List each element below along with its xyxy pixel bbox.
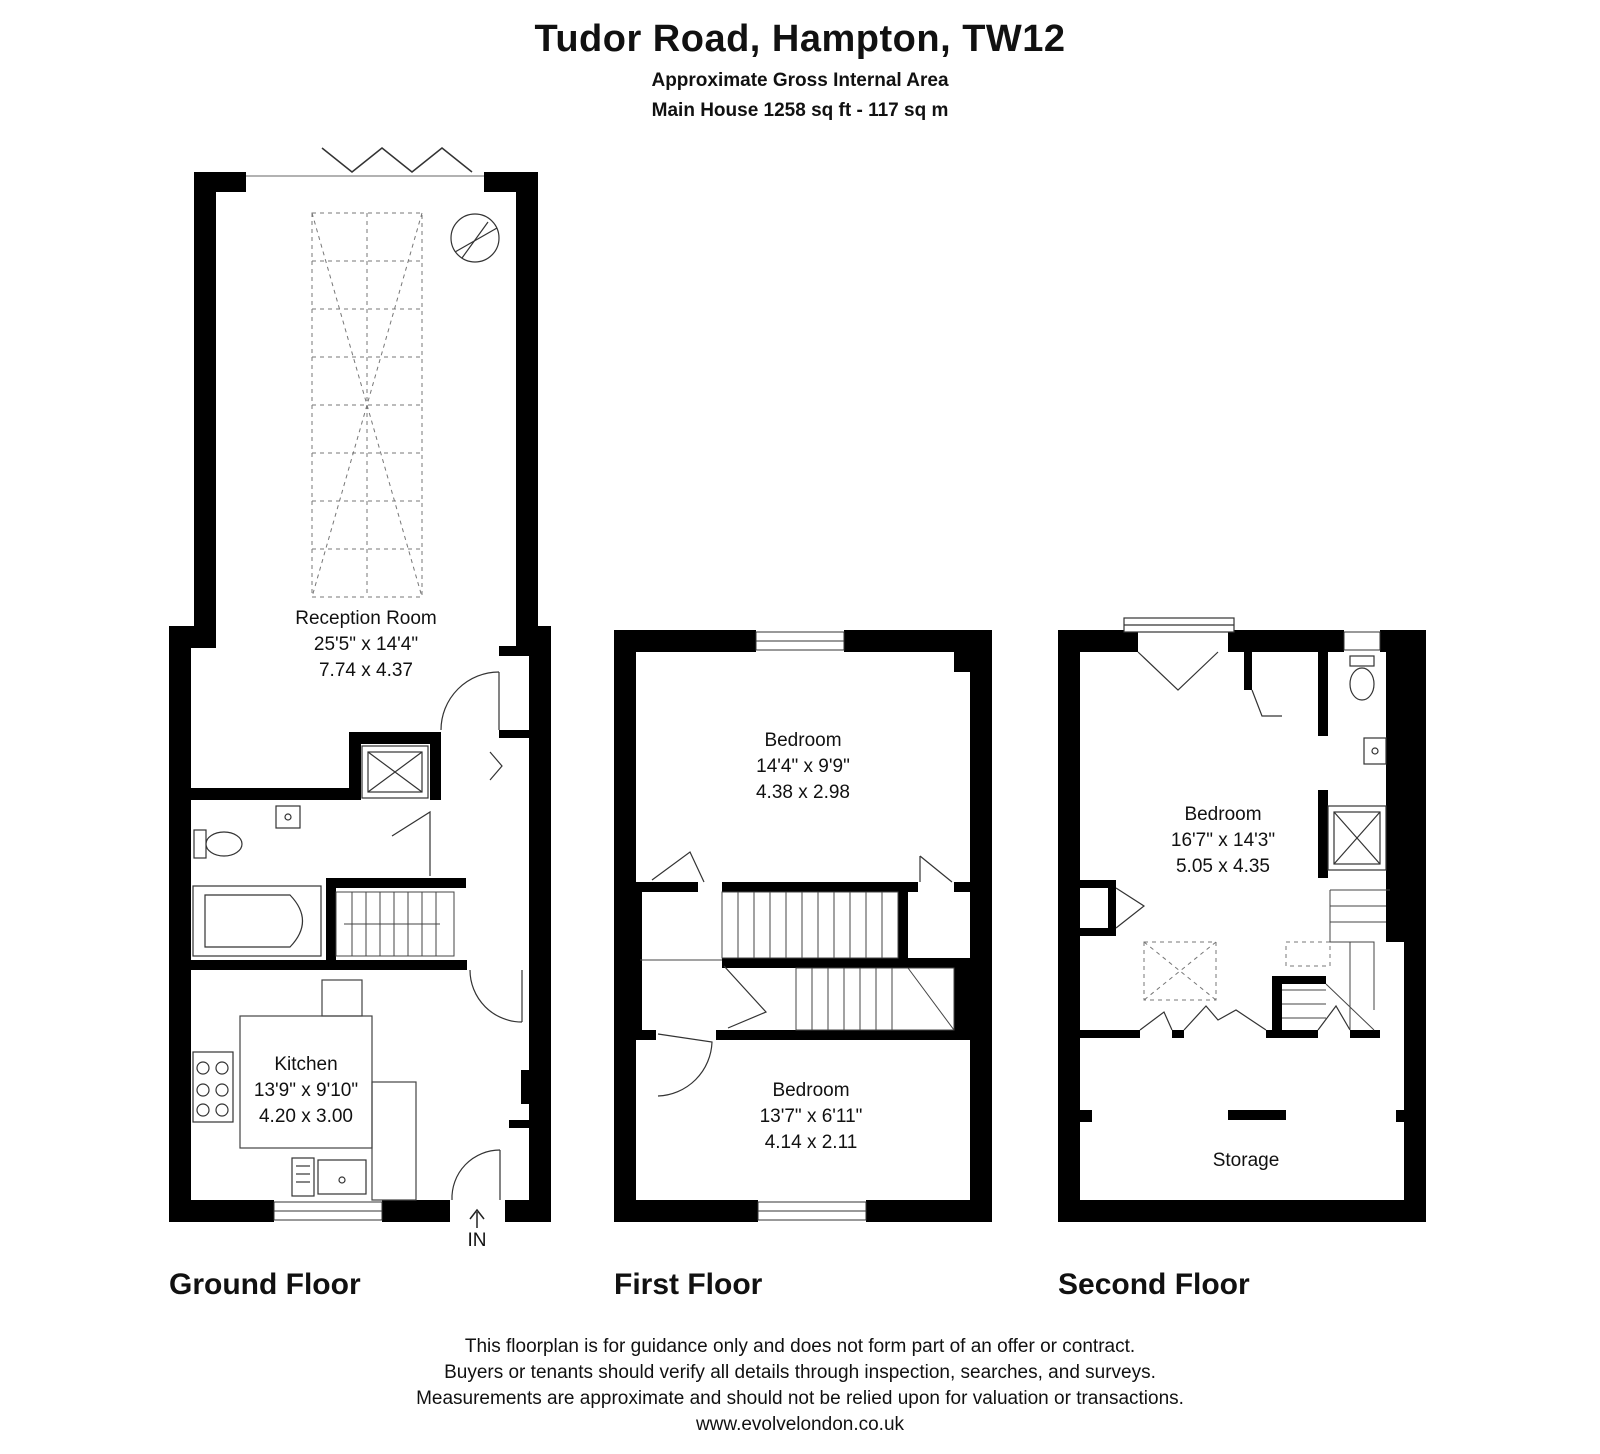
kitchen-name: Kitchen (274, 1054, 337, 1075)
first-bedroom-rear-imperial: 14'4" x 9'9" (756, 756, 850, 777)
kitchen-units-icon (239, 979, 417, 1201)
toilet-icon (193, 829, 243, 859)
ceiling-fan-icon (450, 213, 500, 263)
shower-tray-icon (361, 745, 429, 799)
kitchen-imperial: 13'9" x 9'10" (254, 1080, 358, 1101)
disclaimer-line-1: This floorplan is for guidance only and … (464, 1336, 1136, 1357)
shower-tray-icon (1327, 805, 1387, 871)
basin-icon (1363, 737, 1387, 765)
second-bedroom-metric: 5.05 x 4.35 (1176, 856, 1270, 877)
window-icon (1343, 631, 1381, 651)
entrance-label: IN (468, 1230, 487, 1251)
staircase-icon (640, 891, 955, 1031)
first-floor-walls (614, 630, 992, 1222)
bifold-door-icon (321, 147, 473, 173)
toilet-icon (1349, 655, 1375, 701)
storage-name: Storage (1213, 1150, 1280, 1171)
reception-room-metric: 7.74 x 4.37 (319, 660, 413, 681)
plan-subtitle: Approximate Gross Internal Area (651, 70, 949, 91)
basin-icon (275, 805, 301, 829)
staircase-icon (335, 891, 455, 957)
bath-icon (192, 885, 322, 957)
entrance-arrow-icon (469, 1208, 485, 1228)
window-icon (273, 1201, 383, 1221)
staircase-icon (1282, 889, 1390, 1031)
website-link[interactable]: www.evolvelondon.co.uk (695, 1414, 905, 1435)
first-floor-plan: Bedroom 14'4" x 9'9" 4.38 x 2.98 Bedroom… (614, 630, 992, 1301)
area-summary: Main House 1258 sq ft - 117 sq m (651, 100, 949, 121)
second-bedroom-name: Bedroom (1184, 804, 1261, 825)
reception-room-name: Reception Room (295, 608, 437, 629)
second-floor-label: Second Floor (1058, 1268, 1250, 1301)
first-floor-label: First Floor (614, 1268, 763, 1301)
plan-title: Tudor Road, Hampton, TW12 (534, 18, 1066, 60)
kitchen-metric: 4.20 x 3.00 (259, 1106, 353, 1127)
sink-icon (291, 1157, 367, 1197)
reception-room-imperial: 25'5" x 14'4" (314, 634, 418, 655)
disclaimer-line-2: Buyers or tenants should verify all deta… (444, 1362, 1156, 1383)
hatch-icon (1234, 1110, 1286, 1120)
rooflight-icon (311, 212, 423, 598)
ground-walls (169, 172, 551, 1222)
first-bedroom-front-metric: 4.14 x 2.11 (765, 1132, 858, 1153)
ground-floor-label: Ground Floor (169, 1268, 361, 1301)
hob-icon (192, 1051, 234, 1123)
first-bedroom-front-imperial: 13'7" x 6'11" (760, 1106, 863, 1127)
dormer-window-icon (1123, 617, 1235, 691)
second-bedroom-imperial: 16'7" x 14'3" (1171, 830, 1275, 851)
first-bedroom-rear-name: Bedroom (764, 730, 841, 751)
first-bedroom-front-name: Bedroom (772, 1080, 849, 1101)
rooflight-icon (1143, 941, 1331, 1001)
door-swing-icons (651, 851, 953, 1097)
first-bedroom-rear-metric: 4.38 x 2.98 (756, 782, 850, 803)
second-floor-plan: Bedroom 16'7" x 14'3" 5.05 x 4.35 Storag… (1058, 617, 1426, 1301)
second-floor-walls (1058, 630, 1426, 1222)
ground-floor-plan: IN Reception Room 25'5" x 14'4" 7.74 x 4… (169, 147, 551, 1301)
disclaimer-line-3: Measurements are approximate and should … (416, 1388, 1184, 1409)
window-icon (755, 631, 867, 1221)
door-swing-icons (1115, 689, 1351, 1031)
door-swing-icons (391, 671, 523, 1201)
